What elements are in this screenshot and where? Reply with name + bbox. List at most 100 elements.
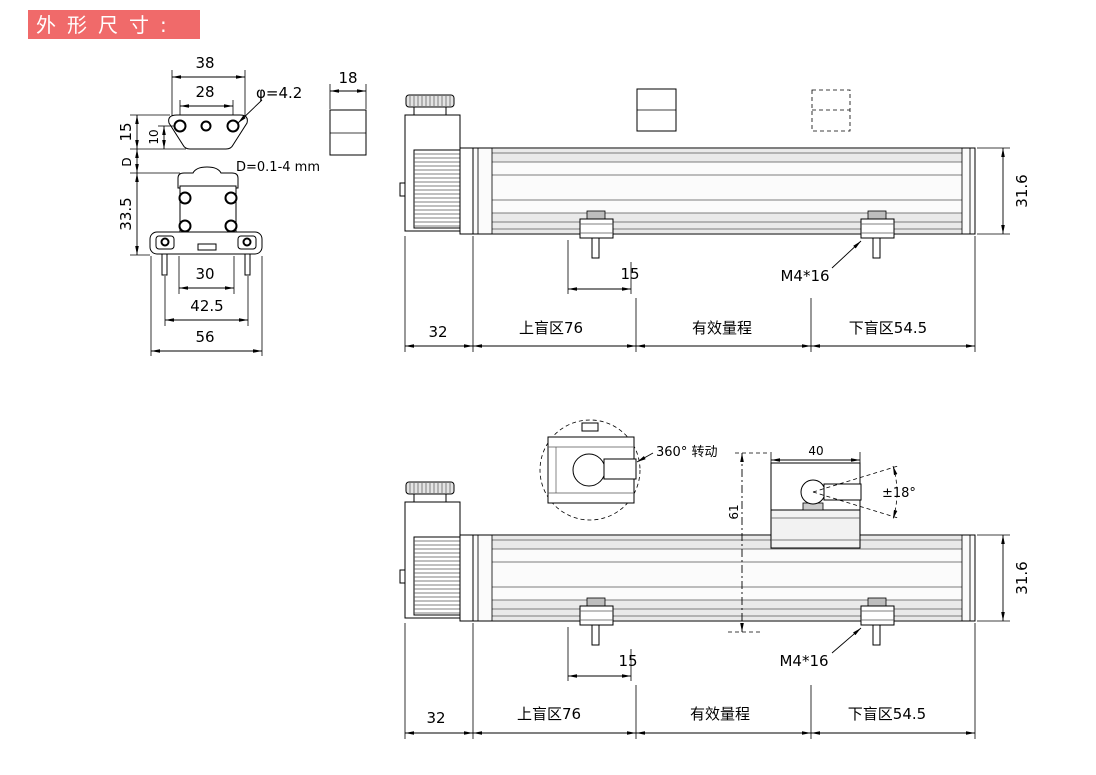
magnet-slider-left xyxy=(579,210,614,259)
mount-bolt-left xyxy=(161,253,168,276)
swivel-lever xyxy=(603,458,637,480)
magnet-slider-left xyxy=(579,597,614,646)
slider-offset-label: 15 xyxy=(620,265,639,283)
connector-notch xyxy=(399,182,406,197)
side-block-outline xyxy=(329,109,367,156)
hole-height-label: 10 xyxy=(147,129,161,144)
gap-label: D xyxy=(120,157,134,166)
base-hole-right xyxy=(242,237,252,247)
magnet-rail-cap xyxy=(177,166,239,189)
flange-height-label: 15 xyxy=(117,122,135,141)
hole-diameter-label: φ=4.2 xyxy=(256,84,302,102)
tube-end-flange xyxy=(459,147,474,235)
title-banner: 外形尺寸: xyxy=(28,10,200,39)
total-height-label: 61 xyxy=(727,504,741,519)
cap-knurl-lines xyxy=(409,483,451,493)
slider-bolt xyxy=(591,237,600,259)
base-center-block xyxy=(197,243,217,251)
slider-body xyxy=(579,218,614,239)
flange-hole-center xyxy=(200,120,212,132)
length-extension-lines xyxy=(404,623,976,739)
screw-leader xyxy=(831,240,862,269)
tube-end-flange xyxy=(459,534,474,622)
magnet-base-plate xyxy=(149,231,263,255)
slider-lines xyxy=(861,610,894,621)
swivel-slider-detail: 40 ±18° xyxy=(770,444,916,549)
rotation-detail-lines xyxy=(548,446,634,494)
magnet-hole xyxy=(224,191,238,205)
cap-knurl-lines xyxy=(409,96,451,106)
magnet-slider-right xyxy=(860,597,895,646)
lower-dead-zone-label: 下盲区54.5 xyxy=(848,705,926,723)
swing-arc xyxy=(892,465,898,520)
screw-leader xyxy=(831,627,862,654)
hole-diameter-leader xyxy=(237,99,263,124)
base-width-label: 56 xyxy=(195,328,214,346)
rotation-circle xyxy=(539,419,641,521)
magnet-block-symbol xyxy=(636,88,677,132)
connector-length-label: 32 xyxy=(428,323,447,341)
magnet-block-phantom xyxy=(811,89,851,132)
swing-limit-upper xyxy=(812,465,899,493)
base-hole-left xyxy=(160,237,170,247)
top-view: 15 M4*16 31.6 32 上盲区76 有效量程 下盲区54.5 xyxy=(399,88,1031,352)
effective-range-label: 有效量程 xyxy=(690,705,750,723)
slider-body xyxy=(860,218,895,239)
slider-bolt xyxy=(872,237,881,259)
end-view: 38 28 φ=4.2 15 10 D D=0.1-4 mm xyxy=(117,54,320,356)
total-height-dimension: 61 xyxy=(727,452,770,633)
connector-neck xyxy=(413,493,447,503)
tube-profile-lines xyxy=(492,152,962,230)
tube-top-band xyxy=(492,536,962,549)
title-banner-background xyxy=(28,10,200,39)
tube-profile-lines xyxy=(492,539,962,617)
magnet-height-label: 33.5 xyxy=(117,197,135,230)
slider-top-block xyxy=(586,210,606,220)
lower-dead-zone-label: 下盲区54.5 xyxy=(849,319,927,337)
gap-note: D=0.1-4 mm xyxy=(236,160,320,175)
rotation-leader xyxy=(636,452,654,463)
rotation-top-block xyxy=(581,422,599,432)
magnet-hole xyxy=(178,219,192,233)
slider-lines xyxy=(580,610,613,621)
mount-spacing-label: 42.5 xyxy=(190,297,223,315)
screw-label: M4*16 xyxy=(780,267,829,285)
flange-hole-right xyxy=(226,119,240,133)
phantom-block-outline xyxy=(811,89,851,132)
connector-notch xyxy=(399,569,406,584)
upper-dead-zone-label: 上盲区76 xyxy=(517,705,581,723)
magnet-slider-right xyxy=(860,210,895,259)
sensor-tube xyxy=(459,147,976,235)
slider-offset-label: 15 xyxy=(618,652,637,670)
connector-neck xyxy=(413,106,447,116)
screw-label: M4*16 xyxy=(779,652,828,670)
slider-body xyxy=(860,605,895,626)
slider-top-block xyxy=(586,597,606,607)
mount-inner-label: 30 xyxy=(195,265,214,283)
connector-fins xyxy=(413,536,461,616)
tube-height-label: 31.6 xyxy=(1013,174,1031,207)
connector-head xyxy=(399,94,461,232)
length-extension-lines xyxy=(404,236,976,352)
fin-lines xyxy=(414,540,460,614)
effective-range-label: 有效量程 xyxy=(692,319,752,337)
connector-head xyxy=(399,481,461,619)
slider-bolt xyxy=(591,624,600,646)
flange-width-label: 38 xyxy=(195,54,214,72)
fin-lines xyxy=(414,153,460,227)
slider-body xyxy=(579,605,614,626)
swing-limit-lower xyxy=(812,491,899,519)
flange-hole-left xyxy=(173,119,187,133)
magnet-hole xyxy=(178,191,192,205)
block-width-label: 18 xyxy=(338,69,357,87)
mount-bolt-right xyxy=(244,253,251,276)
connector-fins xyxy=(413,149,461,229)
hole-spacing-label: 28 xyxy=(195,83,214,101)
connector-length-label: 32 xyxy=(426,709,445,727)
rotation-detail: 360° 转动 xyxy=(539,419,717,521)
sensor-tube xyxy=(459,534,976,622)
tube-top-band xyxy=(492,149,962,162)
swivel-slider-lower xyxy=(770,509,861,549)
slider-top-block xyxy=(867,597,887,607)
ball-joint xyxy=(572,453,606,487)
